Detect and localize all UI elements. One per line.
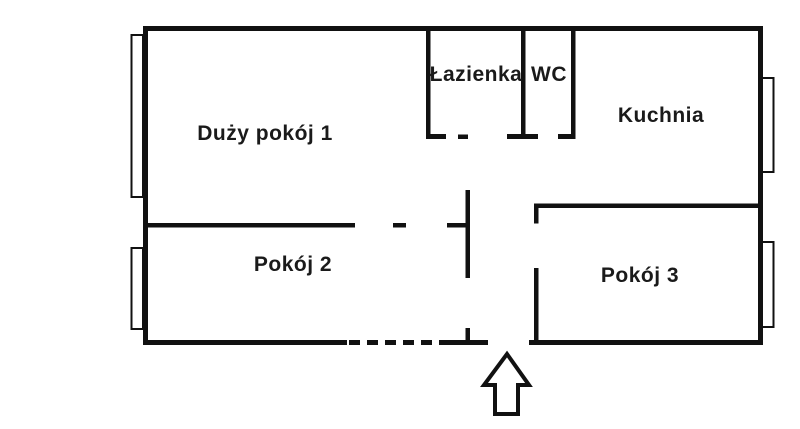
room-label-lazienka: Łazienka <box>429 63 523 86</box>
room-label-duzy-pokoj-1: Duży pokój 1 <box>197 122 333 145</box>
wall-pokoj2-top <box>145 223 355 228</box>
wall-top <box>143 26 763 31</box>
window-pokoj3-icon <box>761 241 775 328</box>
exterior-walls <box>143 26 763 345</box>
wall-lazienka-left <box>426 30 431 139</box>
wall-wc-right-foot <box>558 134 576 139</box>
wall-pokoj2-top-end <box>447 223 470 228</box>
wall-wc-left <box>521 30 526 134</box>
window-kuchnia-icon <box>761 77 775 173</box>
wall-wc-right <box>571 30 576 134</box>
room-label-pokoj-3: Pokój 3 <box>600 264 680 287</box>
room-label-wc: WC <box>531 63 567 86</box>
wall-bottom-mid <box>443 340 488 345</box>
wall-pokoj3-left-upper <box>534 203 539 224</box>
window-duzy-pokoj-icon <box>130 34 144 198</box>
wall-hall-top-dash <box>458 134 468 139</box>
wall-hall-left <box>465 190 470 278</box>
wall-hall-left-stub <box>465 328 470 341</box>
window-pokoj2-icon <box>130 247 144 330</box>
wall-pokoj2-top-dash <box>393 223 406 228</box>
entrance-arrow-icon <box>480 350 533 416</box>
wall-bottom-right <box>529 340 763 345</box>
wall-pokoj3-top <box>534 203 763 208</box>
wall-lazienka-foot <box>426 134 446 139</box>
wall-bottom-left <box>143 340 347 345</box>
room-label-kuchnia: Kuchnia <box>617 104 705 127</box>
wall-right <box>758 26 763 345</box>
room-label-pokoj-2: Pokój 2 <box>253 253 333 276</box>
wall-left <box>143 26 148 345</box>
wall-wc-left-foot <box>507 134 538 139</box>
interior-walls <box>145 30 763 342</box>
wall-pokoj3-left-lower <box>534 268 539 342</box>
windows <box>130 34 775 330</box>
